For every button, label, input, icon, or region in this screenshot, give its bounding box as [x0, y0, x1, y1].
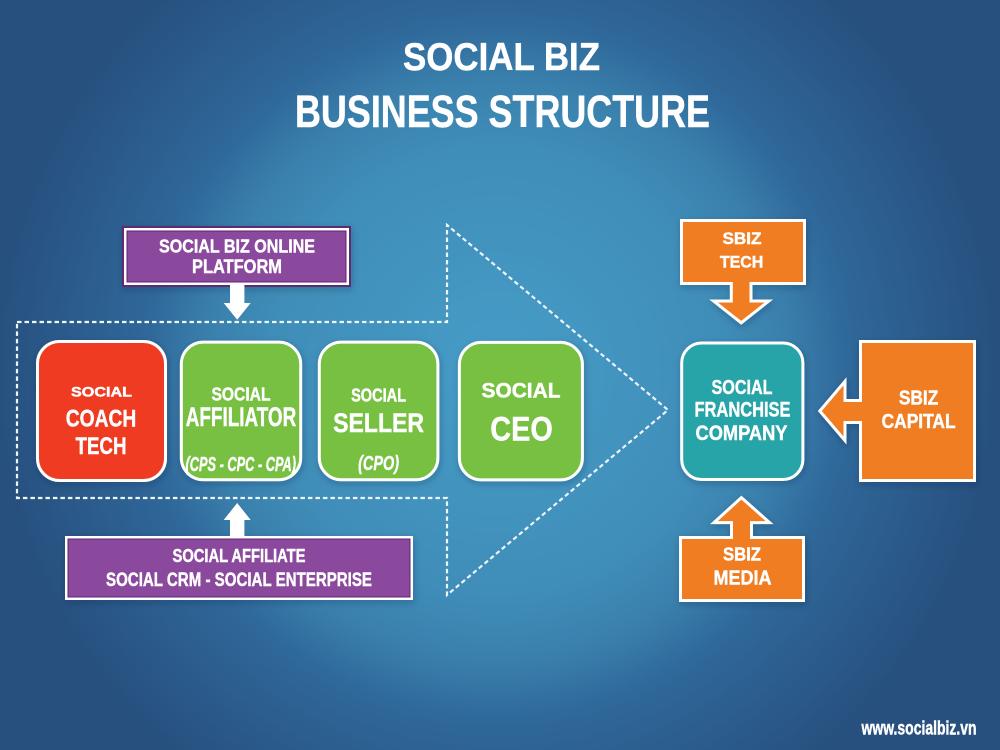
svg-text:FRANCHISE: FRANCHISE — [695, 397, 791, 421]
svg-text:(CPS - CPC - CPA): (CPS - CPC - CPA) — [186, 454, 297, 476]
svg-text:SOCIAL AFFILIATE: SOCIAL AFFILIATE — [173, 546, 306, 566]
svg-text:CAPITAL: CAPITAL — [882, 410, 956, 433]
svg-text:SOCIAL BIZ: SOCIAL BIZ — [403, 36, 600, 79]
svg-text:CEO: CEO — [490, 411, 553, 449]
svg-text:COMPANY: COMPANY — [696, 421, 788, 445]
svg-text:SBIZ: SBIZ — [723, 230, 762, 248]
svg-text:SOCIAL: SOCIAL — [71, 384, 133, 400]
svg-text:www.socialbiz.vn: www.socialbiz.vn — [861, 719, 977, 740]
svg-text:SOCIAL: SOCIAL — [712, 377, 773, 399]
svg-text:COACH: COACH — [66, 406, 137, 433]
svg-text:SBIZ: SBIZ — [723, 544, 761, 565]
svg-text:TECH: TECH — [76, 433, 127, 460]
svg-text:PLATFORM: PLATFORM — [192, 257, 282, 278]
svg-text:SOCIAL CRM - SOCIAL ENTERPRISE: SOCIAL CRM - SOCIAL ENTERPRISE — [106, 570, 372, 591]
svg-text:SELLER: SELLER — [333, 408, 424, 438]
svg-text:TECH: TECH — [720, 253, 764, 272]
svg-text:MEDIA: MEDIA — [714, 567, 772, 589]
svg-text:SOCIAL: SOCIAL — [482, 380, 561, 403]
svg-text:SBIZ: SBIZ — [899, 387, 939, 410]
svg-text:(CPO): (CPO) — [358, 453, 399, 475]
svg-text:SOCIAL BIZ ONLINE: SOCIAL BIZ ONLINE — [159, 236, 315, 257]
svg-text:BUSINESS STRUCTURE: BUSINESS STRUCTURE — [295, 86, 710, 137]
svg-text:SOCIAL: SOCIAL — [351, 385, 406, 405]
svg-text:AFFILIATOR: AFFILIATOR — [186, 402, 297, 432]
svg-text:SOCIAL: SOCIAL — [212, 385, 271, 405]
